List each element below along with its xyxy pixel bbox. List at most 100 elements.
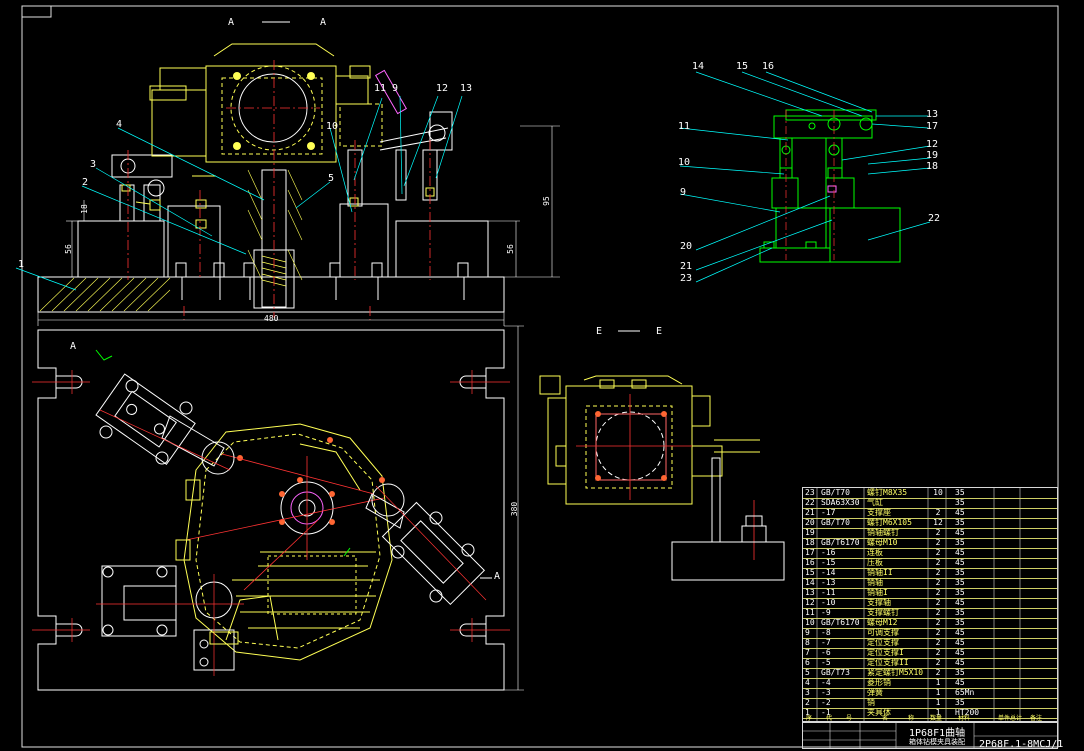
bom-grid	[816, 487, 1021, 722]
detail-balloon-22: 22	[928, 213, 941, 224]
sheet-border	[21, 5, 1059, 748]
bom-cell-qty: 1	[935, 698, 941, 707]
balloon-12: 12	[436, 83, 449, 94]
bom-cell-no: 5	[805, 668, 810, 677]
balloon-2: 2	[82, 177, 89, 188]
bom-cell-name: 弹簧	[867, 688, 883, 697]
side-view-e	[539, 330, 785, 581]
bom-cell-material: 35	[955, 538, 965, 547]
bom-cell-name: 螺母M10	[867, 538, 898, 547]
bom-cell-name: 定位支撑I	[867, 648, 904, 657]
dimension-height-total: 95	[541, 196, 551, 206]
bom-cell-material: 35	[955, 668, 965, 677]
bom-cell-name: 螺钉M8X35	[867, 488, 908, 497]
bom-cell-standard: -17	[821, 508, 836, 517]
bom-cell-qty: 2	[935, 538, 941, 547]
bom-cell-qty: 2	[935, 638, 941, 647]
bom-cell-no: 4	[805, 678, 810, 687]
title-block: 1P68F1曲轴 箱体钻模夹具装配 2P68F.1-8MCJ/1	[802, 722, 1063, 750]
bom-cell-material: 35	[955, 588, 965, 597]
bom-cell-qty: 2	[935, 508, 941, 517]
title-block-grid	[802, 722, 1058, 749]
bom-cell-no: 6	[805, 658, 810, 667]
bom-cell-no: 20	[805, 518, 815, 527]
bom-cell-qty: 2	[935, 618, 941, 627]
balloon-9: 9	[392, 83, 399, 94]
bom-cell-name: 连板	[867, 548, 883, 557]
bom-header-total: 总计	[1010, 715, 1023, 722]
bom-cell-qty: 2	[935, 648, 941, 657]
bom-cell-standard: -14	[821, 568, 836, 577]
bom-cell-material: 45	[955, 628, 965, 637]
bom-cell-material: 45	[955, 548, 965, 557]
bom-cell-no: 10	[805, 618, 815, 627]
balloon-5: 5	[328, 173, 335, 184]
bom-cell-standard: -1	[821, 708, 831, 717]
bom-cell-material: 35	[955, 498, 965, 507]
bom-cell-name: 支撑轴	[867, 598, 891, 607]
bom-header-row: 序 代 号 名 称 数量 材料 单件 总计 备注	[802, 715, 1058, 723]
bom-cell-standard: -5	[821, 658, 831, 667]
detail-balloon-11: 11	[678, 121, 691, 132]
bom-cell-standard: GB/T70	[821, 518, 850, 527]
bom-cell-name: 支撑螺钉	[867, 608, 899, 617]
bom-cell-no: 3	[805, 688, 810, 697]
bom-cell-no: 13	[805, 588, 815, 597]
bom-cell-qty: 1	[935, 688, 941, 697]
bom-cell-standard: -7	[821, 638, 831, 647]
bom-header-name-1: 名	[882, 715, 889, 722]
bom-cell-no: 18	[805, 538, 815, 547]
balloon-11: 11	[374, 83, 387, 94]
bom-cell-qty: 2	[935, 588, 941, 597]
bom-cell-name: 可调支撑	[867, 628, 899, 637]
bom-cell-name: 压板	[867, 558, 883, 567]
detail-balloon-21: 21	[680, 261, 693, 272]
bom-cell-material: 45	[955, 638, 965, 647]
bom-cell-qty: 2	[935, 628, 941, 637]
bom-cell-standard: -9	[821, 608, 831, 617]
section-e-label-left: E	[596, 326, 603, 337]
bom-cell-material: 35	[955, 578, 965, 587]
detail-balloon-14: 14	[692, 61, 705, 72]
bom-cell-qty: 2	[935, 568, 941, 577]
bom-cell-name: 螺钉M6X105	[867, 518, 912, 527]
bom-cell-qty: 2	[935, 578, 941, 587]
bom-cell-no: 17	[805, 548, 815, 557]
bom-cell-no: 8	[805, 638, 810, 647]
bom-cell-qty: 2	[935, 668, 941, 677]
bom-cell-name: 定位支撑II	[867, 658, 909, 667]
bom-cell-no: 21	[805, 508, 815, 517]
bom-cell-no: 2	[805, 698, 810, 707]
bom-cell-material: 35	[955, 568, 965, 577]
bom-cell-material: 45	[955, 598, 965, 607]
bom-cell-no: 9	[805, 628, 810, 637]
bom-cell-qty: 2	[935, 658, 941, 667]
balloon-13: 13	[460, 83, 473, 94]
detail-balloon-12: 12	[926, 139, 939, 150]
bom-cell-name: 菱形销	[867, 678, 891, 687]
dimension-depth: 380	[510, 501, 520, 517]
section-a-label-left: A	[228, 17, 235, 28]
bom-cell-standard: -3	[821, 688, 831, 697]
bom-cell-standard: GB/T73	[821, 668, 850, 677]
detail-balloon-16: 16	[762, 61, 775, 72]
bom-cell-material: 45	[955, 658, 965, 667]
bom-cell-qty: 2	[935, 548, 941, 557]
bom-cell-standard: GB/T6170	[821, 618, 860, 627]
bom-header-code-2: 号	[846, 715, 853, 722]
bom-cell-material: HT200	[955, 708, 980, 717]
bom-cell-no: 7	[805, 648, 810, 657]
